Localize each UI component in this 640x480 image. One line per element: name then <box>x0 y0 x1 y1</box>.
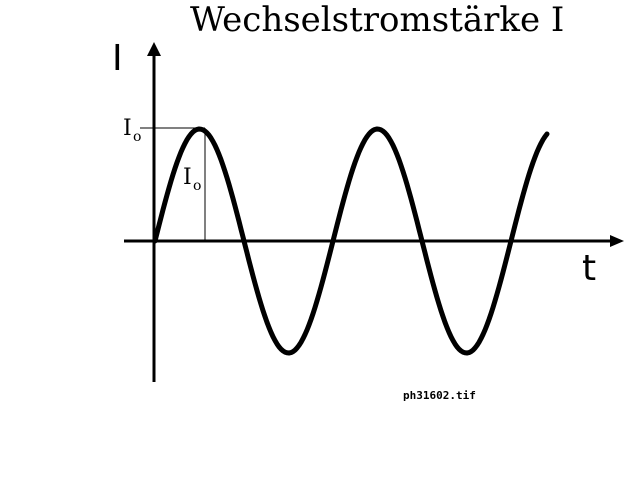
svg-text:o: o <box>193 178 201 194</box>
svg-text:I: I <box>123 116 132 141</box>
svg-text:I: I <box>183 165 192 190</box>
filename-caption: ph31602.tif <box>403 389 476 402</box>
x-axis-arrow-icon <box>610 235 624 247</box>
y-axis-arrow-icon <box>147 42 161 56</box>
diagram-title: Wechselstromstärke I <box>190 0 564 40</box>
x-axis-label: t <box>582 248 596 289</box>
y-axis-label: I <box>112 38 123 79</box>
amplitude-axis-label: I o <box>123 116 141 145</box>
amplitude-marker-label: I o <box>183 165 201 194</box>
svg-text:o: o <box>133 129 141 145</box>
sine-wave-curve <box>152 126 550 356</box>
